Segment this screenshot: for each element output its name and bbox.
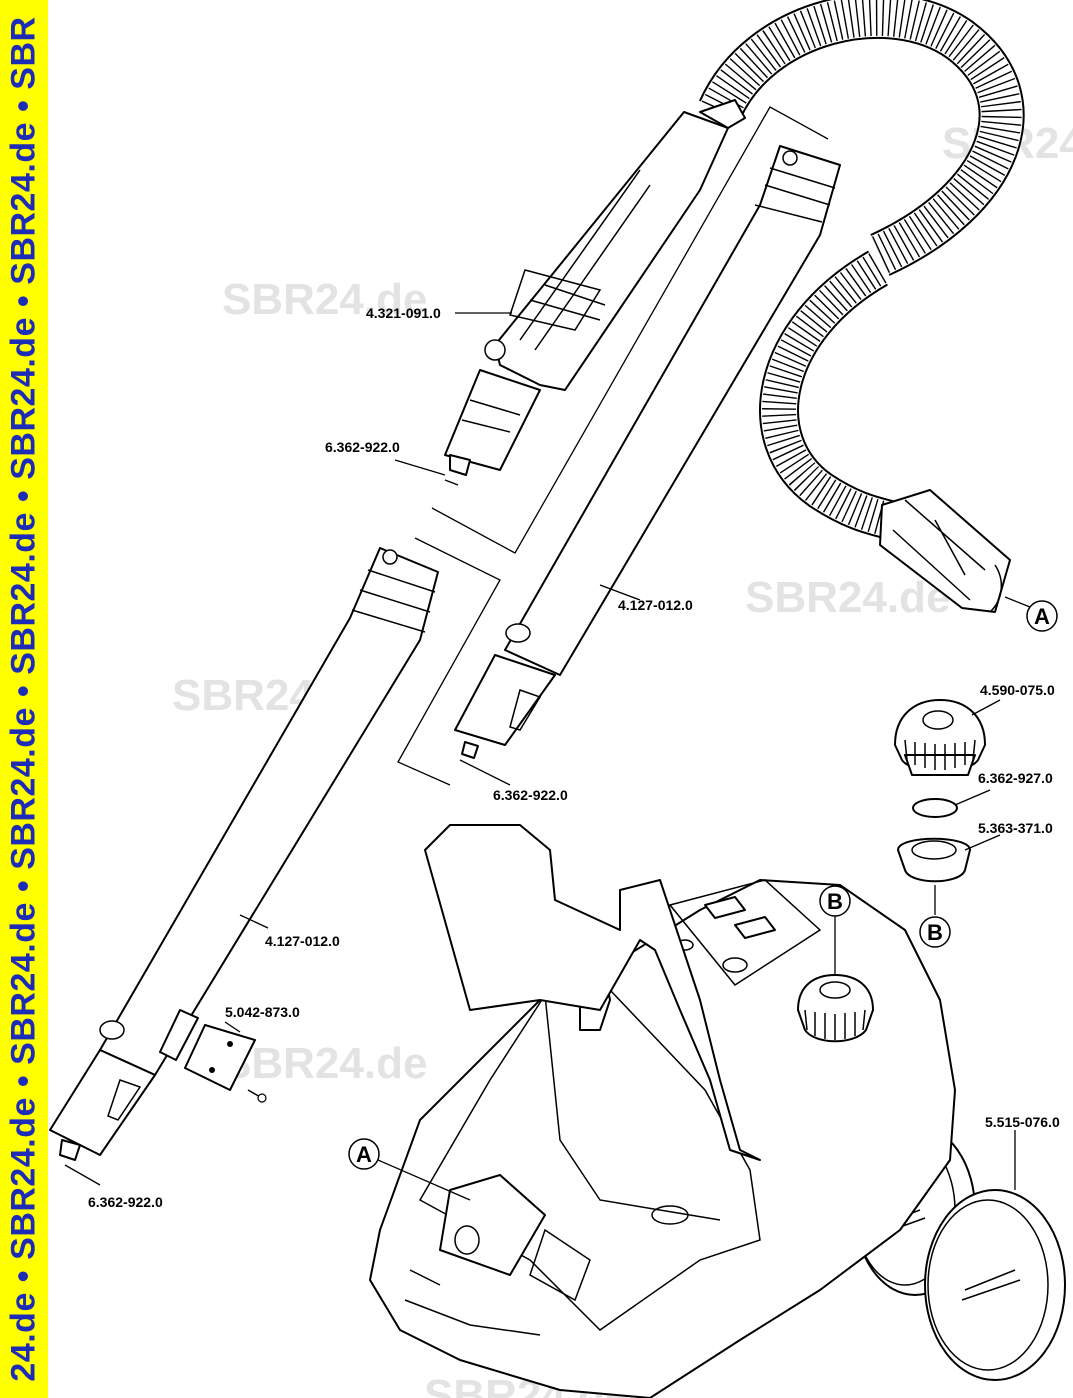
hose-connector <box>879 489 1011 613</box>
watermark: SBR24.de <box>222 275 427 324</box>
handle <box>444 99 746 476</box>
steam-cleaner-body <box>369 824 1066 1398</box>
cap <box>894 699 986 776</box>
clip <box>159 1009 267 1103</box>
watermark: SBR24.de <box>745 573 950 622</box>
label-tube-lower: 4.127-012.0 <box>265 933 340 949</box>
label-handle: 4.321-091.0 <box>366 305 441 321</box>
label-oring-top: 6.362-922.0 <box>325 439 400 455</box>
callout-b-cap: B <box>927 920 943 945</box>
hose-upper <box>698 0 1025 276</box>
label-oring-bottom: 6.362-922.0 <box>88 1194 163 1210</box>
hose-lower <box>759 250 895 540</box>
oring-cap <box>912 798 958 818</box>
watermark: SBR24.de <box>222 1039 427 1088</box>
tube-upper <box>454 145 841 759</box>
label-tube-upper: 4.127-012.0 <box>618 597 693 613</box>
label-cap: 4.590-075.0 <box>980 682 1055 698</box>
tube-lower <box>49 547 439 1161</box>
callout-b-unit: B <box>827 889 843 914</box>
callout-a-unit: A <box>356 1142 372 1167</box>
label-oring-cap: 6.362-927.0 <box>978 770 1053 786</box>
label-oring-mid: 6.362-922.0 <box>493 787 568 803</box>
callout-a-hose: A <box>1034 604 1050 629</box>
label-seal: 5.363-371.0 <box>978 820 1053 836</box>
seal <box>897 837 971 883</box>
label-wheel: 5.515-076.0 <box>985 1114 1060 1130</box>
label-clip: 5.042-873.0 <box>225 1004 300 1020</box>
brand-sidebar: 24.de • SBR24.de • SBR24.de • SBR24.de •… <box>0 0 48 1398</box>
